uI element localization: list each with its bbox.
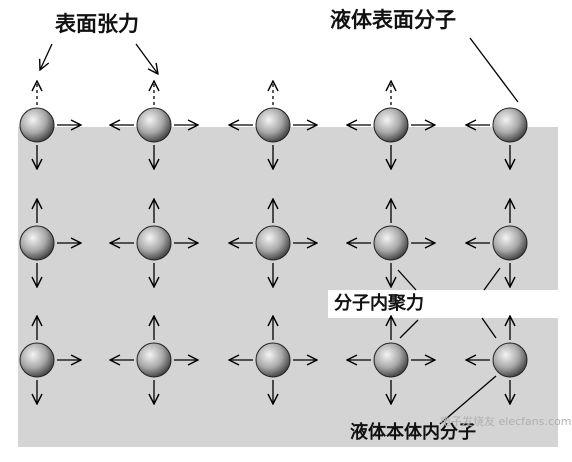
watermark: 电子发烧友 elecfans.com xyxy=(440,415,572,428)
cohesion-pointer xyxy=(481,317,497,339)
molecules xyxy=(19,107,528,378)
molecule xyxy=(136,107,172,143)
cohesion-pointer xyxy=(399,319,419,339)
liquid-body xyxy=(18,127,558,447)
surface-molecule-label: 液体表面分子 xyxy=(330,8,456,32)
surface-tension-pointer xyxy=(40,43,53,70)
molecule xyxy=(492,342,528,378)
bulk-molecule-label: 液体本体内分子 xyxy=(350,422,476,443)
molecule xyxy=(136,225,172,261)
surface-molecule-pointer xyxy=(469,37,519,103)
molecule xyxy=(255,225,291,261)
cohesion-pointer xyxy=(483,267,501,291)
molecule xyxy=(19,342,55,378)
molecule xyxy=(19,107,55,143)
molecule xyxy=(373,342,409,378)
cohesion-pointer xyxy=(397,269,417,291)
molecule xyxy=(373,225,409,261)
force-arrows xyxy=(37,81,510,404)
surface-tension-pointer xyxy=(135,43,158,74)
molecule xyxy=(492,225,528,261)
molecule xyxy=(492,107,528,143)
molecule xyxy=(255,342,291,378)
cohesion-label: 分子内聚力 xyxy=(332,293,426,314)
pointer-lines xyxy=(40,37,519,425)
molecule xyxy=(136,342,172,378)
bulk-molecule-pointer xyxy=(439,375,497,425)
molecule xyxy=(19,225,55,261)
molecule xyxy=(373,107,409,143)
surface-tension-label: 表面张力 xyxy=(55,12,139,36)
molecule xyxy=(255,107,291,143)
